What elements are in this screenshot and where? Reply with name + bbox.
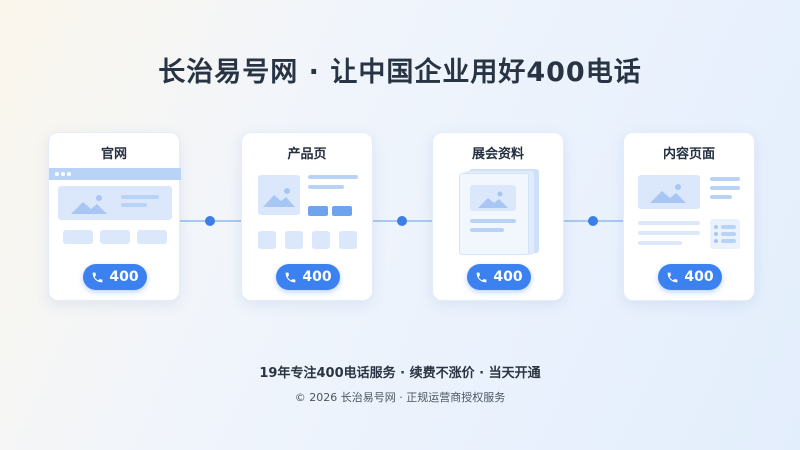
phone-icon <box>477 272 487 282</box>
card-title: 展会资料 <box>471 147 524 162</box>
card-title: 产品页 <box>287 147 327 162</box>
card-product-page: 产品页 400 <box>241 132 373 301</box>
card-exhibition-materials: 展会资料 400 <box>432 132 564 301</box>
card-website: 官网 400 <box>48 132 181 301</box>
copyright: © 2026 长治易号网 · 正规运营商授权服务 <box>294 391 506 404</box>
button-label: 400 <box>493 269 523 285</box>
connector-dot <box>588 216 598 226</box>
card-content-page: 内容页面 400 <box>623 132 755 301</box>
browser-mockup <box>49 168 181 238</box>
card-title: 官网 <box>100 147 127 162</box>
image-icon <box>650 184 686 203</box>
call-400-button[interactable]: 400 <box>658 264 722 290</box>
call-400-button[interactable]: 400 <box>467 264 531 290</box>
image-icon <box>263 188 295 207</box>
image-icon <box>71 195 107 214</box>
connector-dot <box>205 216 215 226</box>
connector-dot <box>397 216 407 226</box>
phone-icon <box>93 272 103 282</box>
phone-icon <box>668 272 678 282</box>
call-400-button[interactable]: 400 <box>83 264 147 290</box>
brochure-mockup <box>459 167 541 255</box>
page-title: 长治易号网 · 让中国企业用好400电话 <box>158 57 642 88</box>
button-label: 400 <box>302 269 332 285</box>
card-title: 内容页面 <box>662 147 715 162</box>
call-400-button[interactable]: 400 <box>276 264 340 290</box>
button-label: 400 <box>684 269 714 285</box>
button-label: 400 <box>109 269 139 285</box>
tagline: 19年专注400电话服务 · 续费不涨价 · 当天开通 <box>259 366 541 381</box>
phone-icon <box>286 272 296 282</box>
image-icon <box>478 191 508 208</box>
